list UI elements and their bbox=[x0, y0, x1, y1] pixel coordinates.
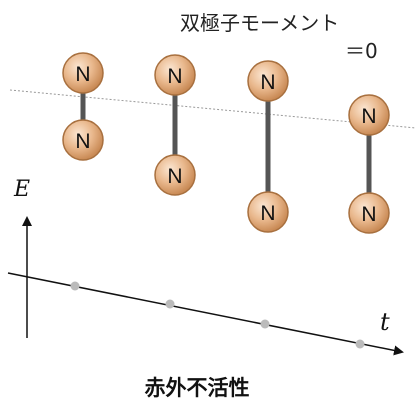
atom-1-bottom: N bbox=[62, 119, 104, 161]
atom-2-top: N bbox=[154, 54, 196, 96]
atom-4-bottom-label: N bbox=[361, 203, 376, 226]
atom-3-top-label: N bbox=[260, 71, 275, 94]
atom-3-bottom: N bbox=[247, 191, 289, 233]
dipole-zero-label: ＝0 bbox=[345, 39, 378, 63]
time-axis bbox=[7, 272, 404, 356]
energy-axis-label: E bbox=[13, 177, 30, 202]
molecule-3: N N bbox=[247, 60, 289, 233]
energy-point-2 bbox=[165, 299, 175, 309]
atom-4-top: N bbox=[348, 94, 390, 136]
dipole-moment-label: 双極子モーメント bbox=[180, 11, 339, 35]
atom-1-bottom-label: N bbox=[75, 130, 90, 153]
energy-point-1 bbox=[70, 281, 80, 291]
energy-point-3 bbox=[260, 319, 270, 329]
atom-1-top-label: N bbox=[75, 63, 90, 86]
atom-2-bottom: N bbox=[154, 154, 196, 196]
atom-4-top-label: N bbox=[361, 105, 376, 128]
atom-4-bottom: N bbox=[348, 192, 390, 234]
energy-point-4 bbox=[355, 339, 365, 349]
atom-2-top-label: N bbox=[167, 65, 182, 88]
time-axis-label: t bbox=[380, 308, 390, 336]
caption: 赤外不活性 bbox=[145, 376, 250, 400]
atom-3-top: N bbox=[247, 60, 289, 102]
molecule-4: N N bbox=[348, 94, 390, 234]
molecule-1: N N bbox=[62, 52, 104, 161]
atom-2-bottom-label: N bbox=[167, 165, 182, 188]
atom-3-bottom-label: N bbox=[260, 202, 275, 225]
molecule-2: N N bbox=[154, 54, 196, 196]
atom-1-top: N bbox=[62, 52, 104, 94]
